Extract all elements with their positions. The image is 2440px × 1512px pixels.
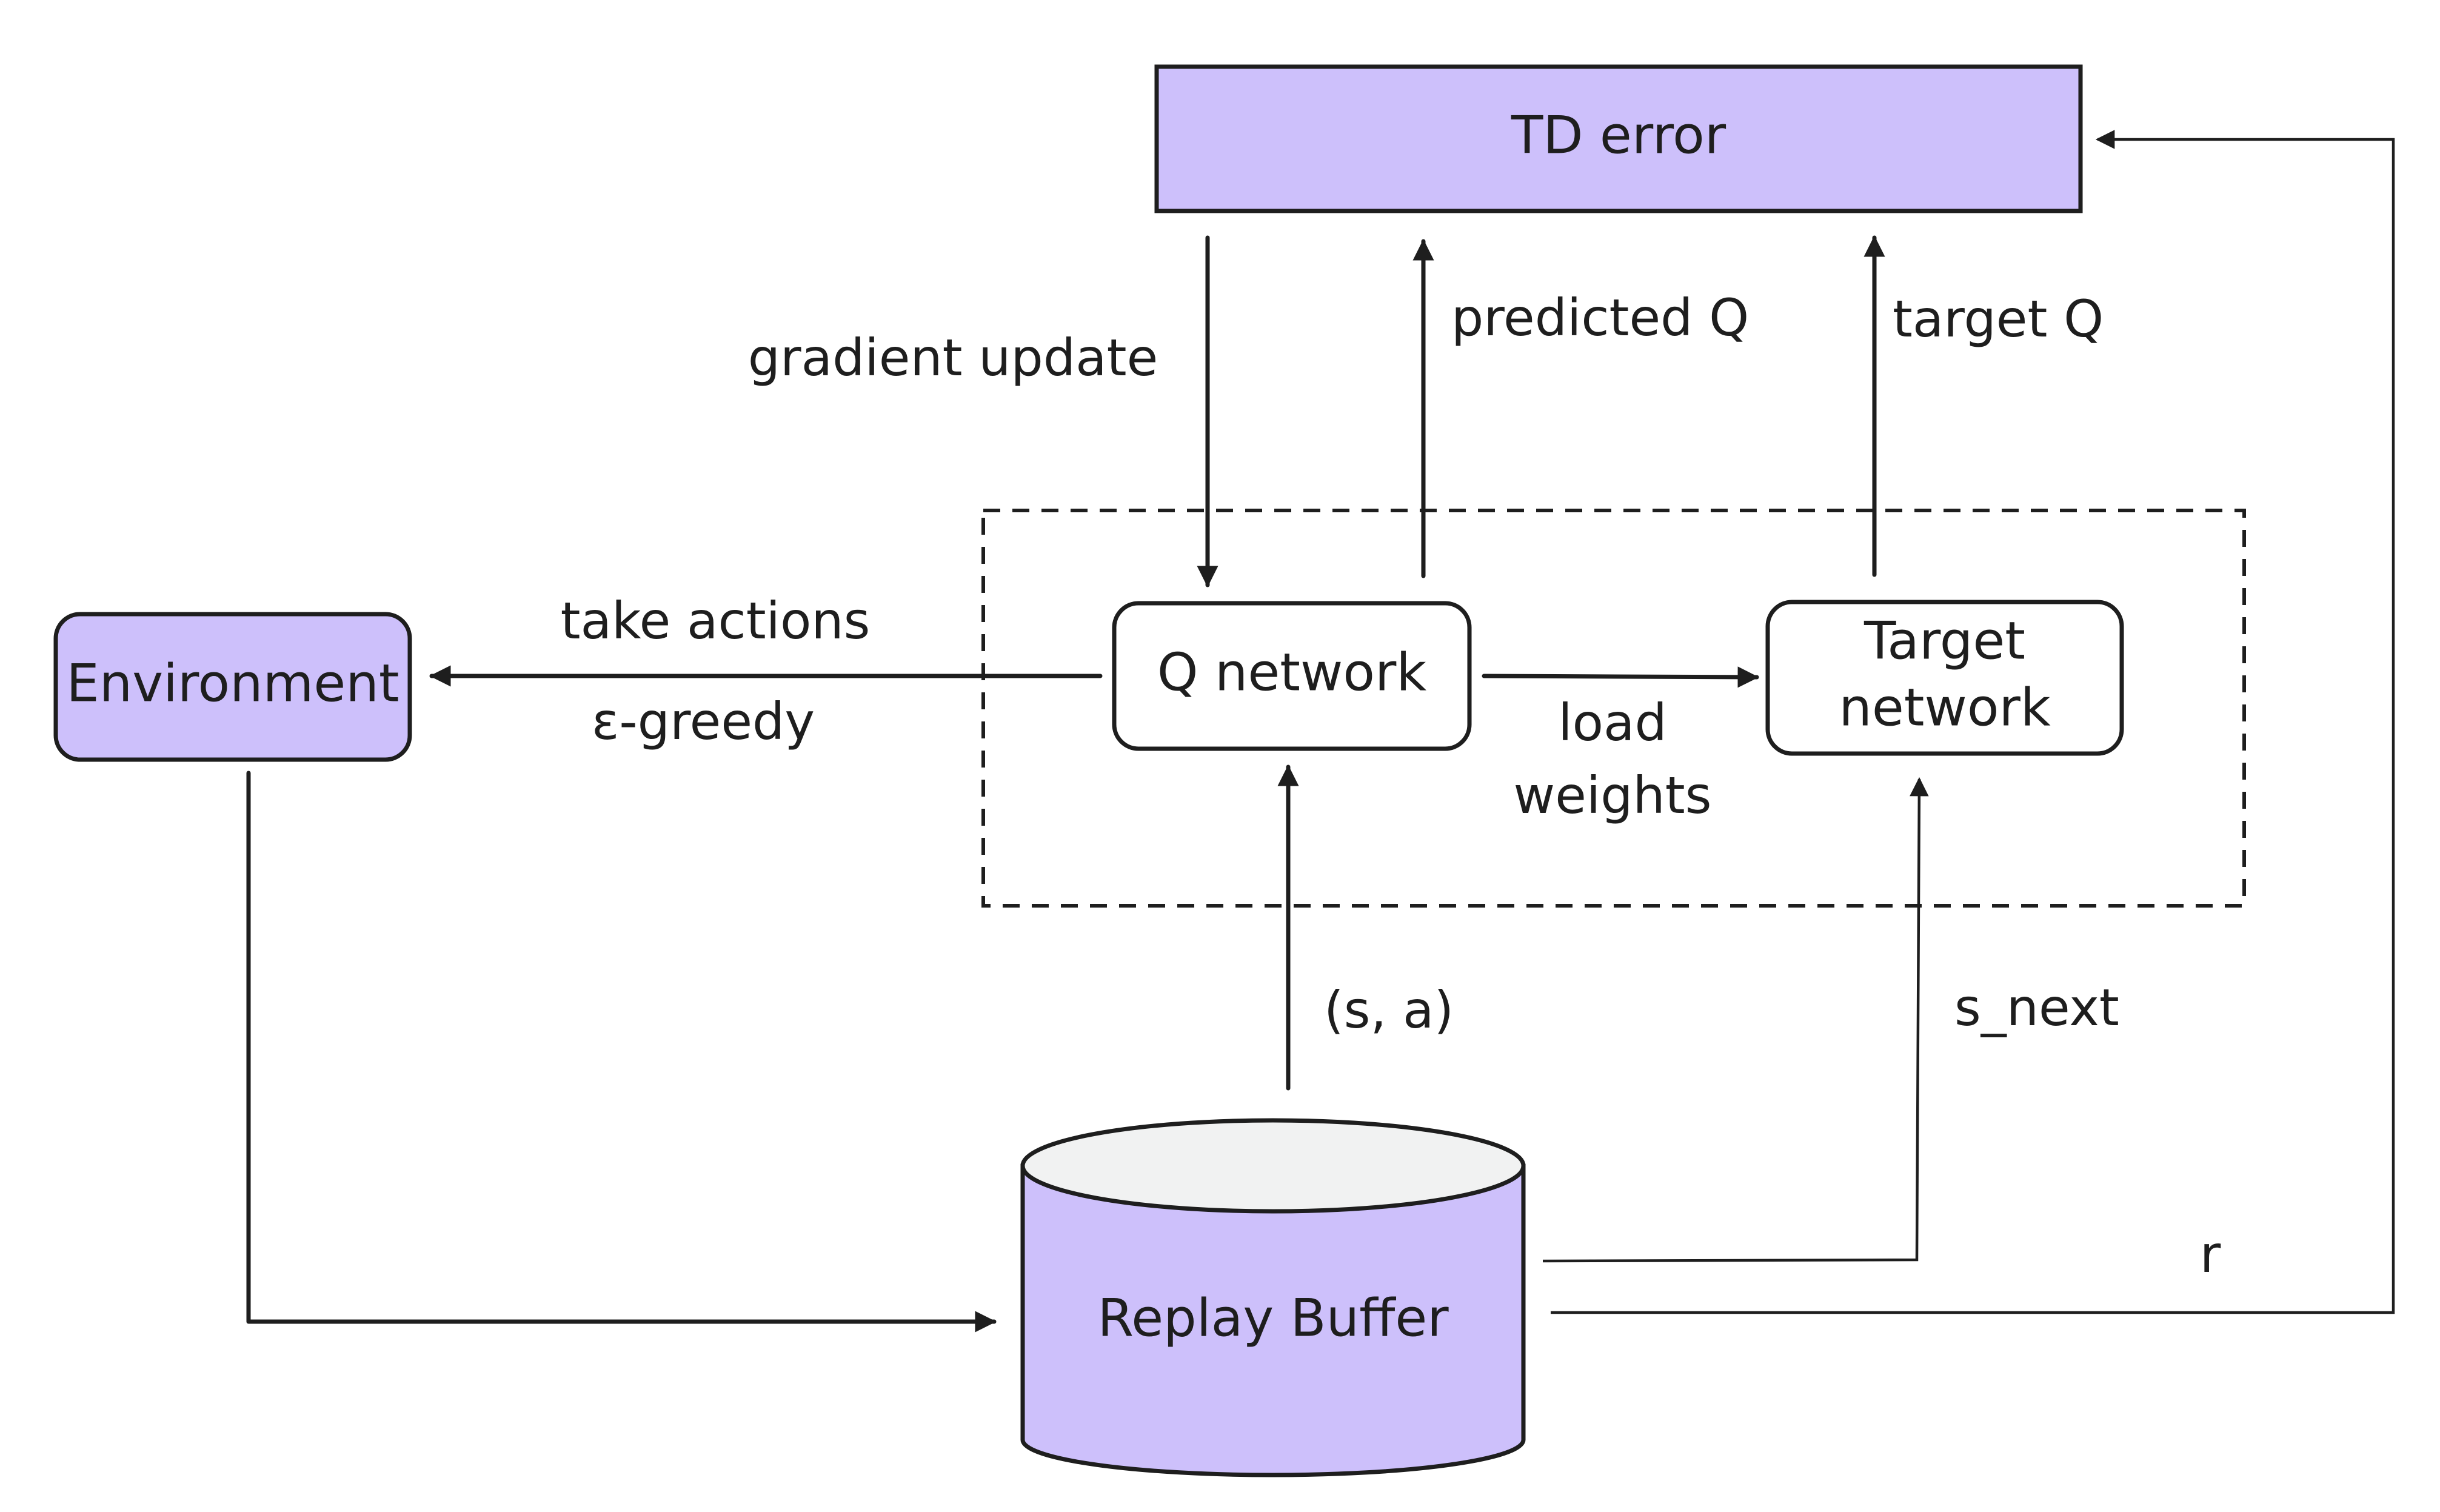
epsilon-greedy-label: ε-greedy [592, 692, 815, 751]
gradient-update-label: gradient update [748, 328, 1158, 387]
q-network-label: Q network [1157, 642, 1426, 703]
target-network-label-line1: Target [1863, 610, 2025, 671]
s-a-label: (s, a) [1324, 980, 1454, 1040]
r-label: r [2200, 1225, 2221, 1284]
predicted-q-label: predicted Q [1451, 288, 1749, 347]
s-next-label: s_next [1954, 978, 2119, 1037]
load-weights-arrow [1482, 666, 1759, 688]
target-q-label: target Q [1893, 289, 2104, 349]
environment-box [53, 612, 412, 762]
td-error-label: TD error [1511, 105, 1726, 166]
load-label: load [1558, 693, 1667, 752]
target-network-label-line2: network [1839, 677, 2050, 738]
take-actions-label: take actions [561, 591, 871, 651]
replay-buffer-label: Replay Buffer [1097, 1288, 1449, 1348]
agent-boundary [981, 509, 2246, 908]
environment-to-buffer-arrow [246, 771, 997, 1333]
td-error-box [1154, 64, 2083, 213]
weights-label: weights [1514, 766, 1712, 825]
environment-label: Environment [66, 653, 399, 714]
s-next-arrow [1542, 777, 1929, 1263]
q-network-box [1112, 601, 1472, 751]
replay-buffer-cylinder [1020, 1118, 1526, 1477]
target-network-box [1765, 600, 2124, 756]
r-arrow [1551, 130, 2395, 1314]
